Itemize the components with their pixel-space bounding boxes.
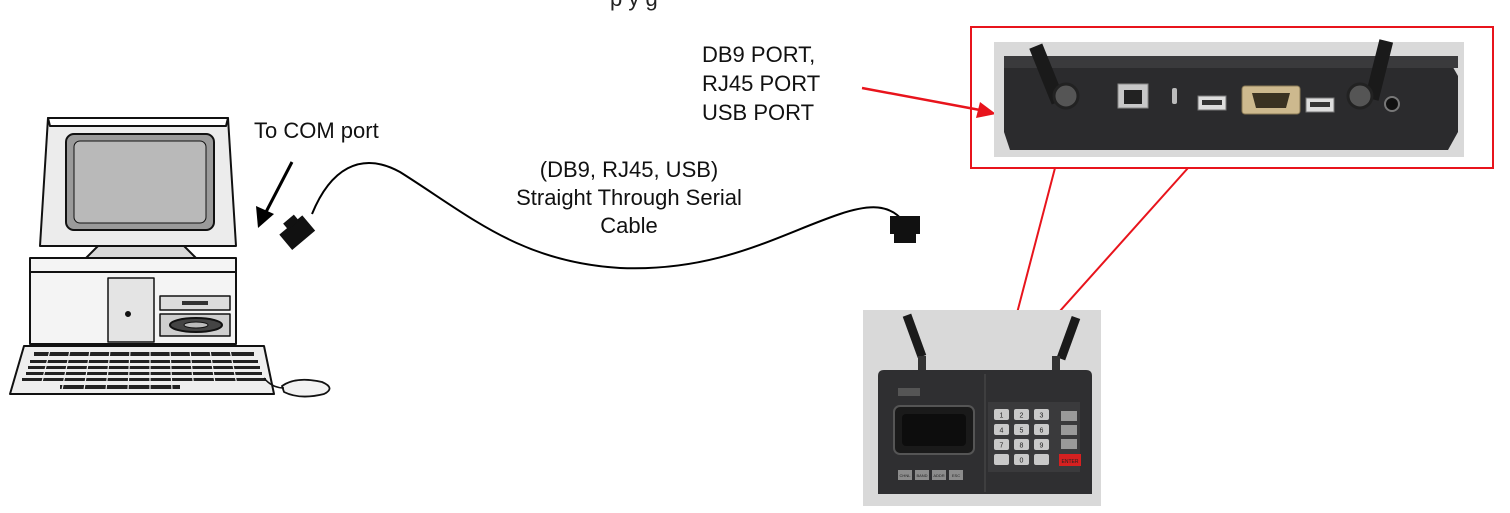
rj45-port-label: RJ45 PORT <box>702 71 821 96</box>
side-button-2 <box>1061 425 1077 435</box>
cable-connector-right <box>890 216 920 243</box>
keypad-key-label: 4 <box>1000 428 1004 435</box>
callout-arrowhead <box>976 102 996 118</box>
desktop-computer <box>9 117 331 398</box>
bottom-button <box>898 470 912 480</box>
side-button-1 <box>1061 411 1077 421</box>
keyboard-keys <box>22 352 266 389</box>
cable-wire <box>311 162 905 270</box>
keypad-key <box>1034 424 1049 435</box>
keypad-key <box>1014 409 1029 420</box>
keypad-key-label: 3 <box>1040 413 1044 420</box>
monitor-stand <box>85 245 197 259</box>
bottom-button <box>915 470 929 480</box>
keypad-key <box>994 454 1009 465</box>
keypad-key-label: 7 <box>1000 443 1004 450</box>
cable-description-label: Straight Through Serial <box>516 185 742 210</box>
device-antenna-right <box>1052 315 1081 372</box>
mouse <box>281 378 331 398</box>
antenna-left <box>1029 43 1080 110</box>
port-panel-photo <box>994 39 1464 157</box>
to-com-port-label: To COM port <box>254 118 379 143</box>
enter-label: ENTER <box>1062 459 1079 465</box>
db9-port-label: DB9 PORT, <box>702 42 816 67</box>
keypad-key-label: 9 <box>1040 443 1044 450</box>
keypad-key-label: 6 <box>1040 428 1044 435</box>
cable-word-label: Cable <box>600 213 658 238</box>
usb-c-port <box>1172 88 1177 104</box>
keypad-key <box>1034 454 1049 465</box>
cable-connector-left <box>279 214 316 250</box>
serial-cable <box>279 162 920 270</box>
keypad-key-label: 5 <box>1020 428 1024 435</box>
keypad-key <box>994 409 1009 420</box>
cable-types-label: (DB9, RJ45, USB) <box>539 157 719 182</box>
callout-box <box>970 26 1494 169</box>
keyboard <box>9 345 275 395</box>
bottom-buttons: CHNL BAND ADDR ESC <box>898 470 963 480</box>
bottom-button <box>949 470 963 480</box>
keypad-key <box>1014 439 1029 450</box>
usb-port-label: USB PORT <box>702 100 815 125</box>
side-button-3 <box>1061 439 1077 449</box>
keypad-key <box>1034 439 1049 450</box>
cable-label: (DB9, RJ45, USB) Straight Through Serial… <box>498 156 760 240</box>
bottom-button-label: BAND <box>916 473 927 478</box>
keypad-key <box>1014 424 1029 435</box>
bottom-button-label: CHNL <box>900 473 912 478</box>
keypad-key-label: 0 <box>1020 458 1024 465</box>
keypad-key <box>994 424 1009 435</box>
keypad-key <box>1034 409 1049 420</box>
bottom-button-label: ADDR <box>933 473 944 478</box>
dc-power-jack <box>1384 96 1400 112</box>
keypad-keys: 1 2 3 4 5 6 7 8 9 0 <box>994 409 1049 465</box>
com-port-arrow <box>256 161 294 228</box>
bottom-button-label: ESC <box>952 473 960 478</box>
bottom-button <box>932 470 946 480</box>
antenna-right <box>1346 39 1394 110</box>
enter-button <box>1059 454 1081 466</box>
keypad-key <box>994 439 1009 450</box>
ports-label: DB9 PORT, RJ45 PORT USB PORT <box>702 40 820 127</box>
callout-arrow-line <box>861 86 981 112</box>
keypad-key-label: 2 <box>1020 413 1024 420</box>
keypad-key-label: 8 <box>1020 443 1024 450</box>
top-cut-off-text: p y g <box>610 0 658 12</box>
keypad-key-label: 1 <box>1000 413 1004 420</box>
device-photo: 1 2 3 4 5 6 7 8 9 0 ENTER CHNL BAND ADDR ESC <box>863 310 1101 506</box>
device-antenna-left <box>902 313 927 372</box>
keypad-key <box>1014 454 1029 465</box>
